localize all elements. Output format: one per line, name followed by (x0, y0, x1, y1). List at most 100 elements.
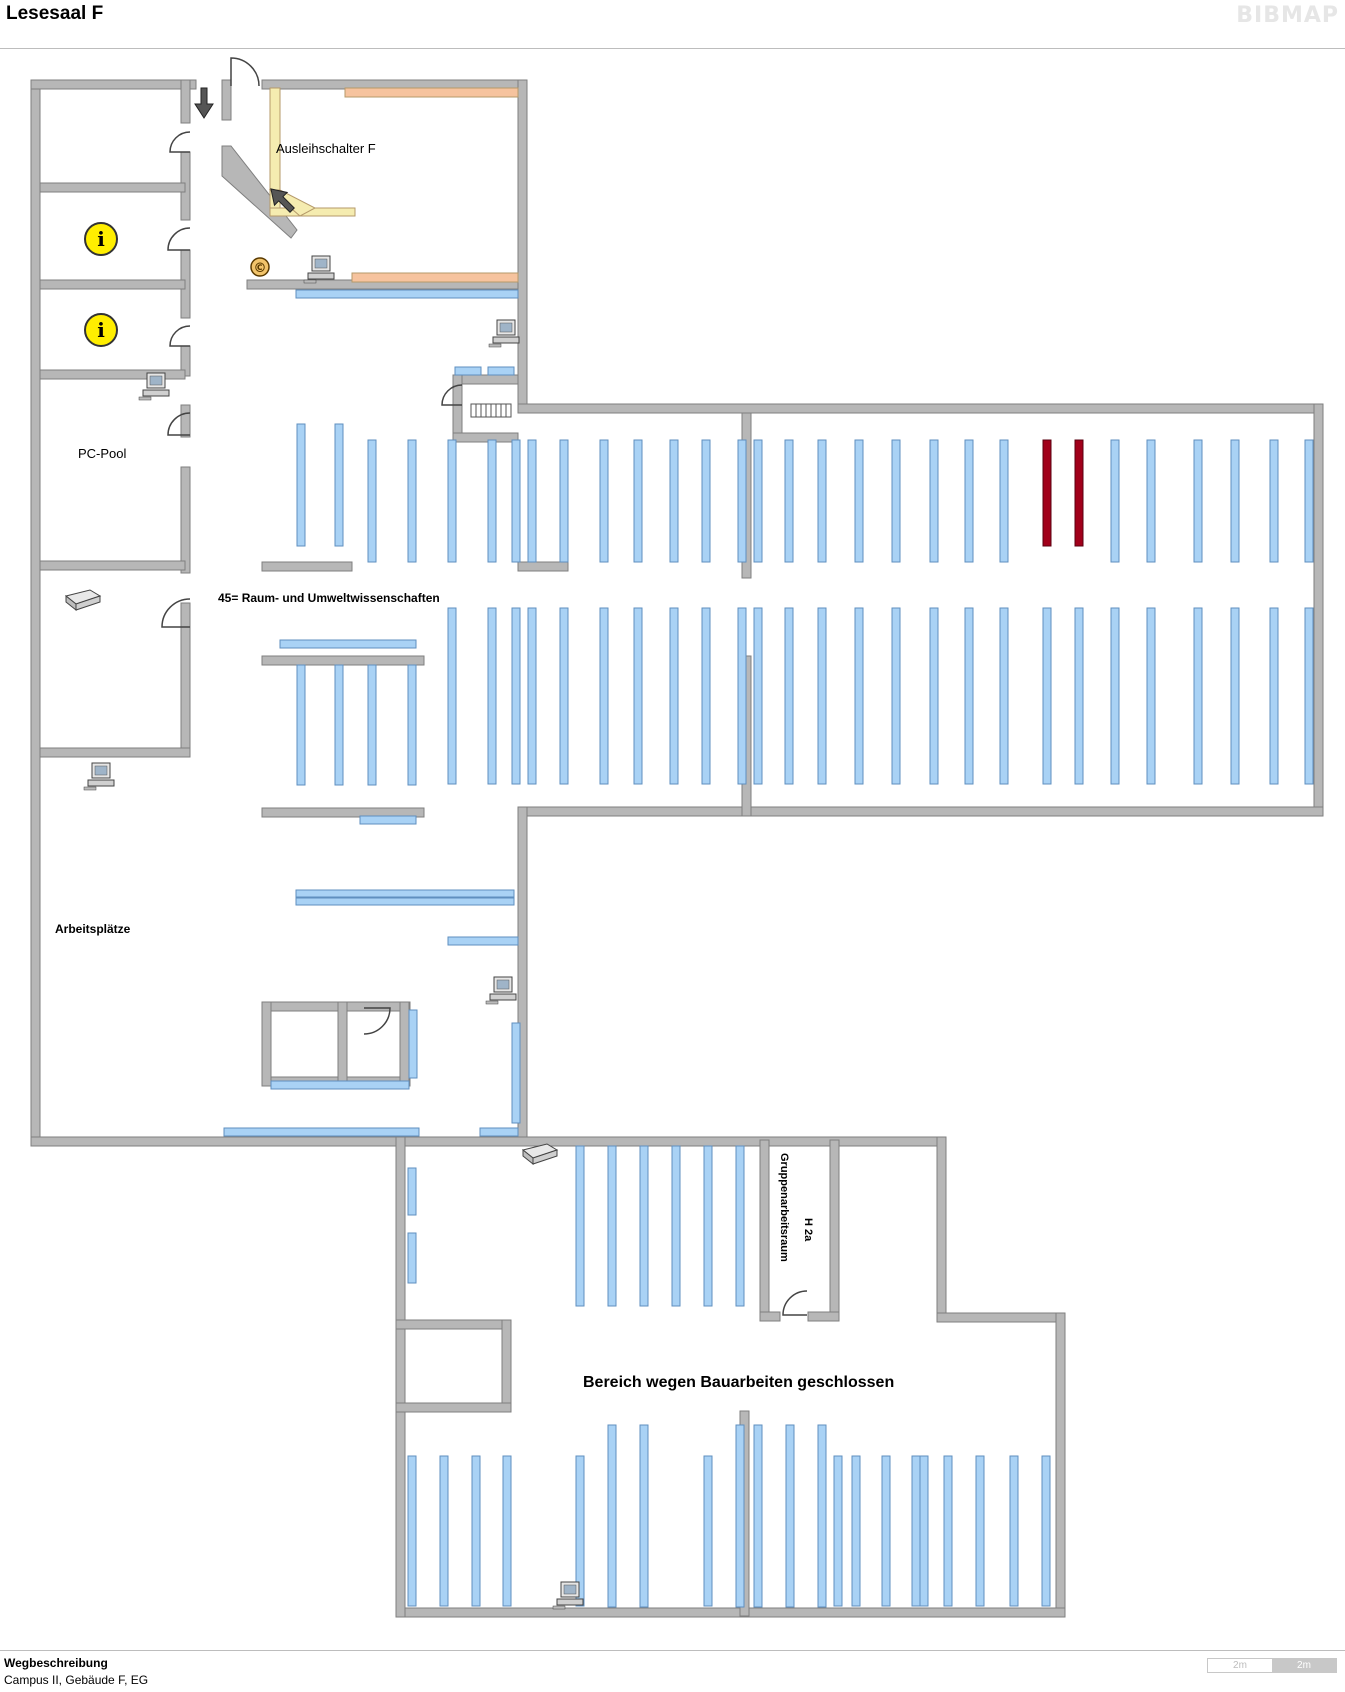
wall-segment (261, 1001, 411, 1012)
computer-icon (485, 976, 517, 1005)
wall-segment (180, 466, 191, 574)
bookshelf (407, 1167, 417, 1216)
bookshelf (735, 1145, 745, 1307)
bookshelf (367, 439, 377, 563)
door-icon (230, 57, 260, 87)
header: Lesesaal F BIBMAP (0, 0, 1345, 49)
bookshelf (575, 1145, 585, 1307)
bookshelf (1193, 607, 1203, 785)
bookshelf (296, 423, 306, 547)
bookshelf (334, 664, 344, 786)
arbeitsplaetze-label: Arbeitsplätze (55, 922, 131, 936)
computer-base (303, 279, 317, 284)
bookshelf (701, 607, 711, 785)
bookshelf (607, 1424, 617, 1608)
info-icon-glyph: i (97, 227, 105, 251)
bookshelf (270, 1080, 410, 1090)
bookshelf (639, 1145, 649, 1307)
bookshelf (1304, 439, 1314, 563)
bookshelf (975, 1455, 985, 1607)
bookshelf (471, 1455, 481, 1607)
bookshelf (1074, 607, 1084, 785)
wall-segment (261, 561, 353, 572)
wall-segment (517, 561, 569, 572)
bookshelf (854, 607, 864, 785)
bookshelf (407, 1232, 417, 1284)
bookshelf (737, 607, 747, 785)
bookshelf (1230, 607, 1240, 785)
copyright-icon: © (250, 257, 270, 277)
gruppenarbeitsraum-label: Gruppenarbeitsraum (778, 1153, 790, 1262)
computer-icon (138, 372, 170, 401)
info-icon-circle (84, 313, 118, 347)
bookshelf (559, 607, 569, 785)
wall-segment (395, 1607, 1066, 1618)
bookshelf (502, 1455, 512, 1607)
room-number-label: H 2a (802, 1218, 814, 1242)
computer-keyboard (142, 389, 170, 397)
wall-segment (395, 1136, 947, 1147)
computer-screen (149, 375, 163, 386)
bookshelf (599, 439, 609, 563)
bookshelf (295, 889, 515, 898)
bookshelf (1304, 607, 1314, 785)
bookshelf (447, 936, 519, 946)
wall-segment (180, 404, 191, 438)
bookshelf (929, 439, 939, 563)
bookshelf (919, 1455, 929, 1607)
bookshelf (559, 439, 569, 563)
bookshelf (784, 439, 794, 563)
bookshelf (575, 1455, 585, 1607)
footer-title[interactable]: Wegbeschreibung (4, 1656, 108, 1670)
computer-keyboard (307, 272, 335, 280)
door-icon (441, 384, 463, 406)
wall-segment (39, 182, 186, 193)
wall-segment (759, 1311, 781, 1322)
wall-segment (30, 79, 41, 1147)
computer-keyboard (556, 1598, 584, 1606)
door-icon (363, 1007, 391, 1035)
computer-screen (94, 765, 108, 776)
bookshelf (854, 439, 864, 563)
wall-segment (452, 432, 519, 443)
printer-icon (521, 1143, 559, 1166)
computer-icon (303, 255, 335, 284)
stairs-icon (470, 403, 512, 418)
bookshelf (447, 439, 457, 563)
printer-front (75, 595, 101, 611)
bookshelf (833, 1455, 843, 1607)
arrow-up-left-icon (270, 188, 295, 213)
bookshelf (1146, 439, 1156, 563)
door-icon (782, 1290, 808, 1316)
bookshelf (669, 607, 679, 785)
ausleihschalter-label: Ausleihschalter F (276, 141, 376, 156)
bookshelf (703, 1455, 713, 1607)
bookshelf (599, 607, 609, 785)
wall-segment (399, 1001, 410, 1087)
floor-plan-map[interactable]: ii© Ausleihschalter F PC-Pool 45= Raum- … (0, 50, 1345, 1648)
door-icon (161, 598, 191, 628)
wall-segment (526, 806, 1324, 817)
bookshelf (669, 439, 679, 563)
doors (161, 57, 808, 1316)
bookshelf (999, 439, 1009, 563)
computer-screen (314, 258, 328, 269)
computer-base (138, 396, 152, 401)
wall-segment (261, 1001, 272, 1087)
bookshelf (408, 1009, 418, 1079)
bookshelf (1041, 1455, 1051, 1607)
copyright-glyph: © (254, 261, 267, 276)
footer-subtitle: Campus II, Gebäude F, EG (4, 1673, 149, 1687)
wall-segment (39, 369, 186, 380)
wall-segment (807, 1311, 840, 1322)
wall-segment (1313, 403, 1324, 817)
computer-keyboard (87, 779, 115, 787)
bookshelf (527, 607, 537, 785)
bookshelf (439, 1455, 449, 1607)
service-counter (351, 272, 519, 283)
bookshelf (817, 1424, 827, 1608)
bookshelf (1110, 439, 1120, 563)
wall-segment (517, 403, 1324, 414)
bookshelf (1009, 1455, 1019, 1607)
bookshelf (753, 607, 763, 785)
